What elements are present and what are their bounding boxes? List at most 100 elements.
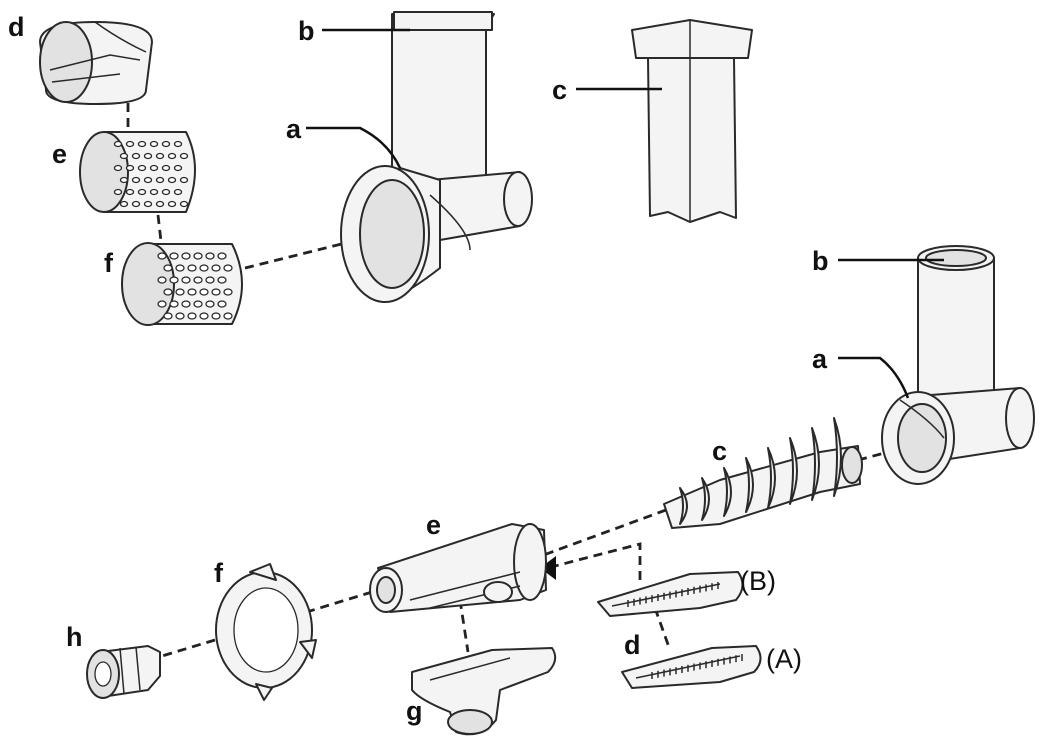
perforation (125, 188, 135, 196)
perforation (193, 252, 203, 260)
cone-e-holes (113, 140, 189, 208)
perforation (167, 176, 177, 184)
perforation (181, 276, 191, 284)
perforation (205, 276, 215, 284)
perforation (217, 252, 227, 260)
auger-flight (789, 437, 798, 505)
perforation (181, 252, 191, 260)
perforation (187, 312, 197, 320)
label-bottom-d: d (624, 630, 641, 660)
label-bottom-c: c (712, 436, 727, 466)
perforation (155, 152, 165, 160)
perforation (161, 140, 171, 148)
perforation (169, 276, 179, 284)
auger-flight (723, 467, 732, 517)
label-top-a: a (286, 114, 302, 144)
perforation (199, 288, 209, 296)
auger-flight (745, 457, 754, 513)
perforation (211, 288, 221, 296)
perforation (187, 264, 197, 272)
auger-flights (679, 417, 842, 525)
perforation (155, 200, 165, 208)
perforation (181, 300, 191, 308)
auger-flight (679, 487, 688, 525)
perforation (119, 200, 129, 208)
perforation (217, 300, 227, 308)
juice-spout-B (597, 571, 744, 617)
auger-flight (811, 427, 820, 501)
auger-flight (833, 417, 842, 497)
perforation (131, 200, 141, 208)
top-housing-a (340, 11, 533, 303)
perforation (119, 176, 129, 184)
perforation (113, 188, 123, 196)
perforation (167, 200, 177, 208)
perforation (169, 252, 179, 260)
perforation (167, 152, 177, 160)
perforation (163, 312, 173, 320)
perforation (199, 264, 209, 272)
label-variant-B: (B) (740, 566, 776, 596)
perforation (137, 140, 147, 148)
perforation (143, 176, 153, 184)
perforation (175, 288, 185, 296)
pulp-chute-g (411, 647, 557, 736)
spout-B-ribs (627, 582, 719, 607)
perforation (211, 264, 221, 272)
perforation (193, 300, 203, 308)
perforation (113, 140, 123, 148)
perforation (149, 140, 159, 148)
perforation (161, 164, 171, 172)
perforation (205, 252, 215, 260)
auger-flight (767, 447, 776, 509)
perforation (205, 300, 215, 308)
label-bottom-e: e (426, 510, 441, 540)
perforation (223, 264, 233, 272)
label-top-c: c (552, 75, 567, 105)
perforation (131, 152, 141, 160)
perforation (173, 188, 183, 196)
label-variant-A: (A) (766, 644, 802, 674)
perforation (143, 152, 153, 160)
perforation (199, 312, 209, 320)
end-cap-h (86, 645, 161, 699)
label-bottom-b: b (812, 246, 829, 276)
screw-auger-c (663, 417, 863, 529)
perforation (143, 200, 153, 208)
cone-f-holes (157, 252, 233, 320)
label-top-b: b (298, 16, 315, 46)
perforation (155, 176, 165, 184)
perforation (149, 164, 159, 172)
perforation (163, 264, 173, 272)
label-bottom-g: g (406, 696, 423, 726)
label-bottom-h: h (66, 622, 83, 652)
perforation (125, 140, 135, 148)
perforation (175, 312, 185, 320)
spout-A-ribs (651, 654, 743, 679)
perforation (193, 276, 203, 284)
label-bottom-a: a (812, 344, 828, 374)
square-pusher-c (631, 19, 753, 223)
perforation (173, 164, 183, 172)
slicing-cone-d (39, 21, 153, 105)
perforation (161, 188, 171, 196)
perforation (223, 288, 233, 296)
perforation (179, 176, 189, 184)
juice-spout-A (621, 645, 762, 689)
shredding-cone-e (79, 131, 196, 213)
perforation (157, 300, 167, 308)
perforation (179, 200, 189, 208)
perforation (169, 300, 179, 308)
perforation (187, 288, 197, 296)
perforation (157, 276, 167, 284)
top-label-leaders (306, 28, 662, 169)
perforation (137, 164, 147, 172)
perforation (217, 276, 227, 284)
label-top-d: d (8, 12, 25, 42)
perforation (119, 152, 129, 160)
bottom-label-leaders (838, 258, 944, 399)
label-bottom-f: f (214, 558, 224, 588)
direction-arrow (540, 556, 556, 580)
label-top-f: f (104, 248, 114, 278)
